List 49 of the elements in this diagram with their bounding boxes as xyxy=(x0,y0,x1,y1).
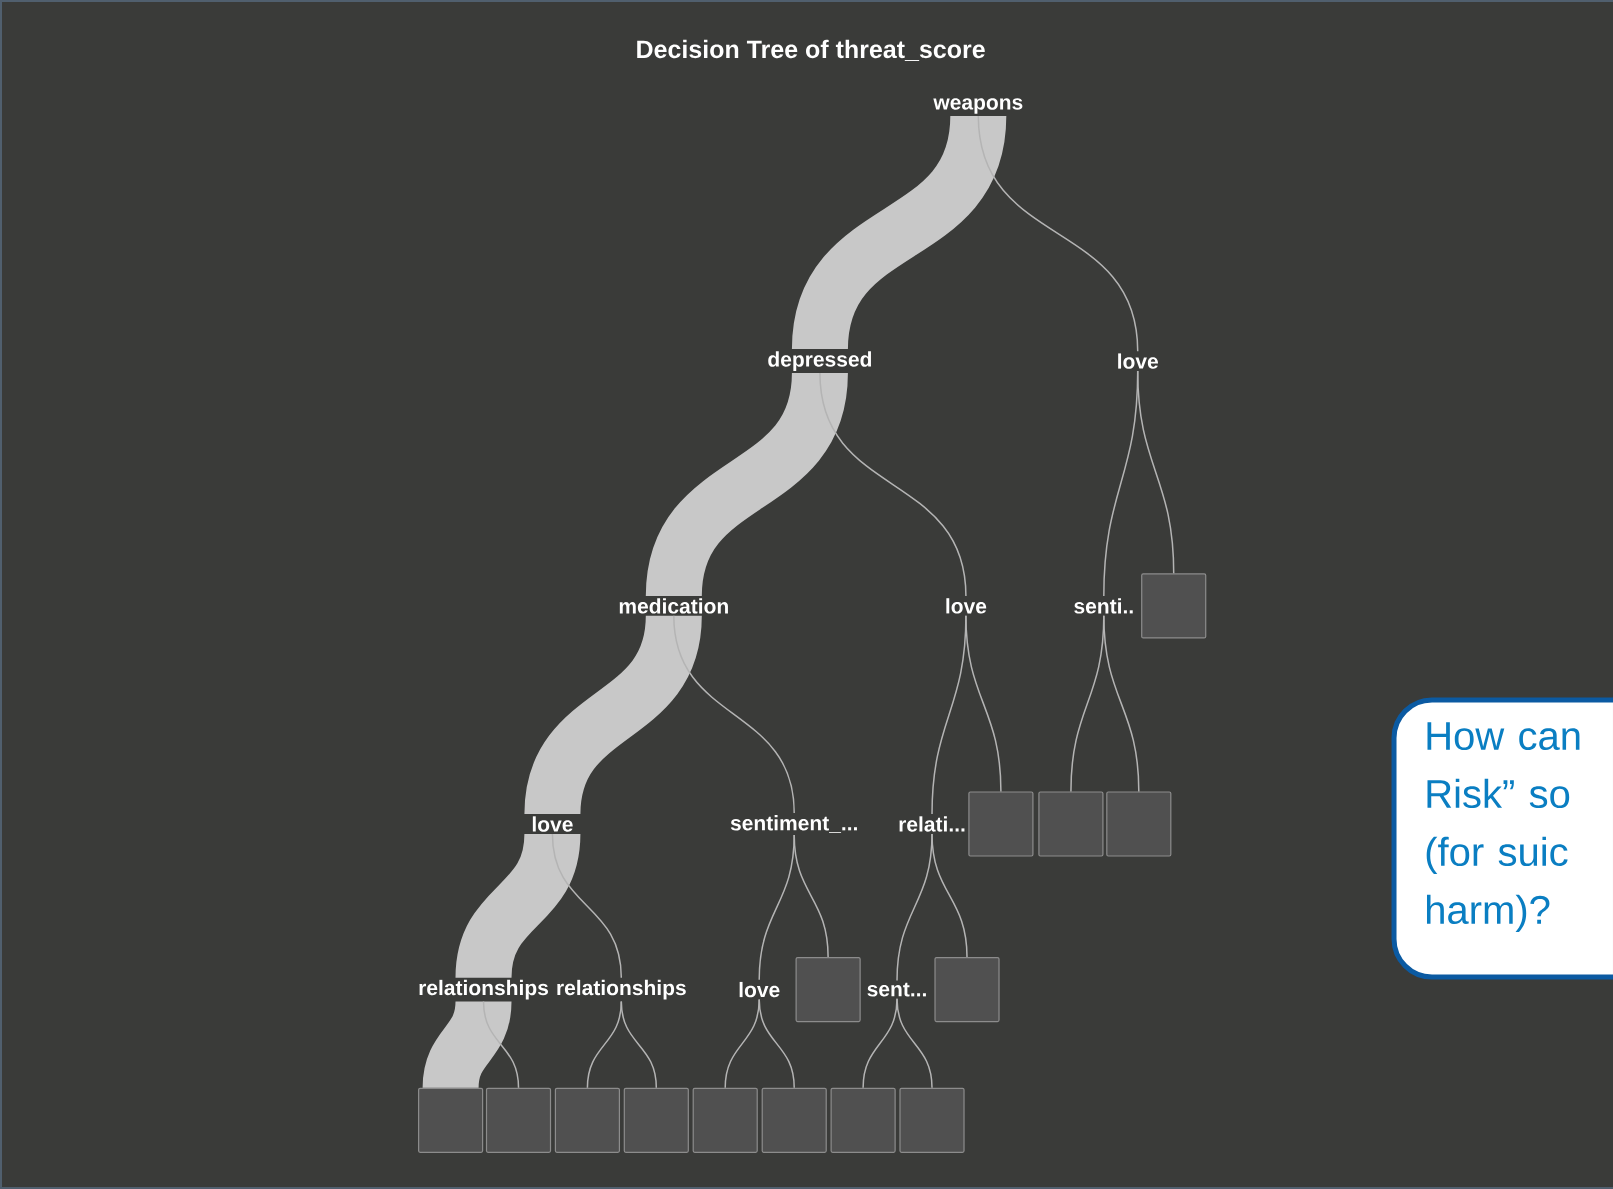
leaf-box xyxy=(934,957,1000,1023)
split-label: love xyxy=(946,598,987,614)
tree-branch xyxy=(793,834,829,958)
tree-branch xyxy=(551,833,623,979)
leaf-box xyxy=(623,1087,689,1153)
tree-branch xyxy=(1136,370,1175,575)
tree-branch xyxy=(673,615,795,814)
tree-branch xyxy=(758,998,795,1089)
leaf-box xyxy=(485,1087,552,1153)
leaf-box xyxy=(554,1087,620,1153)
tree-branch xyxy=(896,998,933,1089)
split-label: depressed xyxy=(768,351,872,371)
tree-branch xyxy=(819,372,967,597)
tree-branch xyxy=(620,1000,658,1089)
split-label: medication xyxy=(619,598,728,614)
leaf-box xyxy=(830,1087,896,1153)
tree-branch xyxy=(422,999,512,1090)
split-label: weapons xyxy=(933,98,1023,114)
tree-branch xyxy=(724,998,760,1089)
split-label: relationships xyxy=(557,979,686,1000)
split-label: sentiment_... xyxy=(730,815,857,833)
leaf-box xyxy=(418,1087,484,1153)
split-label: love xyxy=(1118,353,1158,369)
tree-branch xyxy=(977,115,1139,352)
leaf-box xyxy=(899,1087,965,1153)
callout-box: How can Risk” so (for suic harm)? xyxy=(1391,697,1613,980)
tree-branch xyxy=(758,834,795,981)
leaf-box xyxy=(1106,791,1172,857)
tree-branch xyxy=(524,613,702,817)
split-label: love xyxy=(532,816,573,832)
leaf-box xyxy=(795,957,861,1023)
split-label: senti.. xyxy=(1074,598,1133,614)
tree-branch xyxy=(586,1000,623,1089)
leaf-box xyxy=(1038,791,1104,857)
leaf-box xyxy=(692,1087,758,1153)
chart-title: Decision Tree of threat_score xyxy=(637,39,985,61)
tree-branch xyxy=(455,831,581,980)
tree-branch xyxy=(931,833,968,958)
tree-branch xyxy=(482,1000,520,1089)
tree-branch xyxy=(1103,615,1140,793)
split-label: sent... xyxy=(867,982,926,997)
split-label: love xyxy=(739,981,780,998)
split-label: relati... xyxy=(899,816,965,832)
leaf-box xyxy=(761,1087,827,1153)
tree-branch xyxy=(965,615,1002,793)
leaf-box xyxy=(968,791,1034,857)
leaf-box xyxy=(1141,573,1207,639)
split-label: relationships xyxy=(419,979,548,1000)
tree-branch xyxy=(645,370,848,599)
